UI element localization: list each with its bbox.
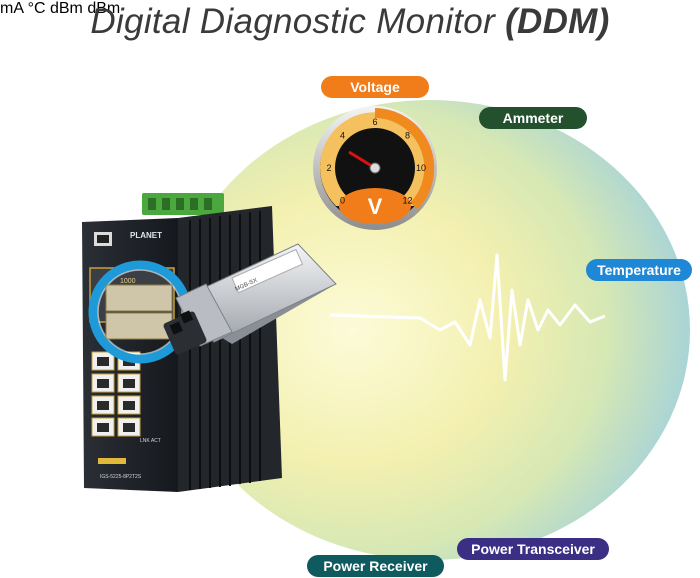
voltage-label: Voltage xyxy=(321,76,429,98)
voltage-tick-label: 6 xyxy=(372,117,377,127)
temperature-gauge: °C 0255075100 xyxy=(28,0,50,17)
ammeter-gauge: mA 0102030405060 xyxy=(0,0,28,17)
temperature-unit: °C xyxy=(27,0,46,17)
power-transceiver-gauge: dBm -60-40-200204060 xyxy=(87,0,120,17)
power-transceiver-label: Power Transceiver xyxy=(457,538,609,560)
signal-waveform xyxy=(329,253,606,382)
voltage-tick-label: 4 xyxy=(340,131,345,141)
sfp-module: MGB-SX xyxy=(163,243,337,355)
background-glow xyxy=(170,100,690,560)
power-receiver-unit: dBm xyxy=(49,0,83,17)
device-brand: PLANET xyxy=(130,231,162,240)
temperature-label: Temperature xyxy=(586,259,692,281)
ammeter-unit: mA xyxy=(0,0,24,17)
power-receiver-gauge: dBm -60-40-200204060 xyxy=(50,0,87,17)
voltage-tick-label: 12 xyxy=(402,196,412,206)
page-title: Digital Diagnostic Monitor (DDM) xyxy=(90,2,610,41)
voltage-unit: V xyxy=(368,194,383,219)
voltage-tick-label: 0 xyxy=(340,196,345,206)
voltage-tick-label: 2 xyxy=(326,163,331,173)
voltage-gauge: V 0 2 4 6 8 10 12 xyxy=(313,106,437,230)
led-label: LNK ACT xyxy=(140,438,161,444)
port-label: 1000 xyxy=(120,278,136,285)
ammeter-label: Ammeter xyxy=(479,107,587,129)
voltage-tick-label: 8 xyxy=(405,131,410,141)
device-model: IGS-5225-8P2T2S xyxy=(100,474,142,480)
voltage-tick-label: 10 xyxy=(416,163,426,173)
power-receiver-label: Power Receiver xyxy=(307,555,444,577)
power-transceiver-unit: dBm xyxy=(87,0,121,17)
